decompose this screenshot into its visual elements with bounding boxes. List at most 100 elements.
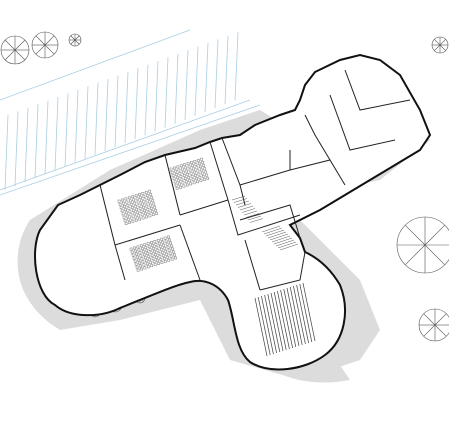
seat [160,250,164,254]
seat [141,250,145,254]
building-outline [34,53,432,371]
parking-stall-line [164,57,169,128]
seat [130,216,134,220]
seat [136,200,140,204]
parking-stall-line [44,100,49,175]
seat [196,169,200,173]
parking-stall-line [64,93,69,167]
stair-tread [273,237,293,245]
seat [129,202,133,206]
seat [134,204,138,208]
seat [151,257,155,260]
seat [176,176,179,179]
seat [192,167,195,171]
seat [155,256,158,259]
auditorium-row [264,294,277,354]
seat [166,245,170,249]
seat [203,167,207,171]
seat [146,242,150,245]
seat [170,170,174,174]
tree-branch [439,44,446,51]
seat [197,162,201,165]
seat [147,245,151,248]
seat [145,194,149,197]
seat [149,261,153,265]
seat [193,160,197,163]
seat [124,197,128,201]
parking-stall-line [144,64,149,136]
seat [180,167,184,171]
seat [147,255,151,259]
seat [124,222,128,225]
seat [166,255,170,259]
seat [136,245,140,249]
seat [178,182,181,186]
seat [157,262,160,265]
auditorium-row [254,297,268,357]
stair-tread [243,210,258,216]
tree-branch [434,313,447,326]
seat [177,168,181,172]
seat [173,166,176,170]
seat [146,197,150,201]
seat [157,252,161,255]
seat [158,255,162,258]
seat [140,247,144,251]
seat [145,262,149,266]
parking-stall-line [214,39,219,109]
seat [147,211,151,214]
seat [175,186,179,190]
seat [182,174,186,177]
parking-stall-line [34,104,39,179]
seat [186,172,190,176]
seat [144,246,148,250]
seat [142,253,146,257]
seat [129,213,133,217]
seat [174,183,178,187]
seat [160,261,164,264]
seat [161,253,165,257]
seat [122,215,126,219]
seat [206,177,210,180]
seat [125,200,129,204]
stair-tread [277,241,297,249]
tree-branch [439,39,446,46]
seat [192,181,196,185]
seat [180,178,184,182]
seat [121,212,125,216]
seat [202,164,206,167]
seat [198,165,202,169]
seat [143,198,147,202]
seat [154,243,158,246]
seat [179,185,182,189]
seat [171,247,174,251]
seat [146,252,150,256]
seat [140,213,144,217]
seat [163,259,167,263]
seat [127,196,131,200]
seat [154,209,158,212]
seat [138,261,141,265]
seat [151,199,155,203]
auditorium-row [277,290,290,350]
tree-branch [70,35,76,41]
seat [196,158,200,162]
parking-stall-line [114,75,119,148]
seat [142,205,145,209]
seat [138,217,142,221]
parking-lot [0,29,261,196]
tree-branch [434,39,441,46]
seat [140,267,143,271]
seat [138,193,141,196]
seat [136,268,140,272]
seat [139,264,142,268]
parking-stall-line [14,111,19,187]
stair-tread [239,205,254,211]
seat [185,183,189,187]
seat [128,210,132,214]
seat [162,243,166,247]
seat [148,189,152,193]
seat [133,259,137,263]
seat [132,256,136,260]
seat [173,253,176,257]
